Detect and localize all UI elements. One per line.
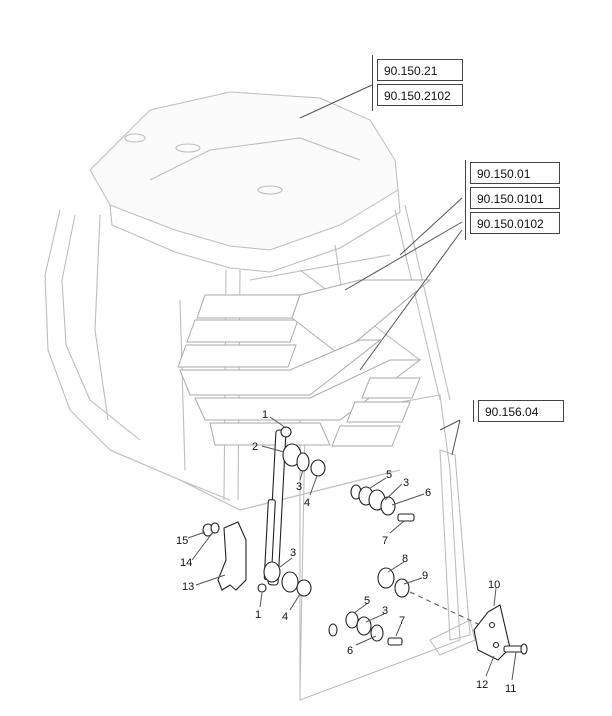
bracket-part <box>473 604 528 661</box>
callout-4-lower-strut: 4 <box>282 611 288 623</box>
callout-7-lower-group: 7 <box>399 615 405 627</box>
callout-10: 10 <box>488 579 500 591</box>
ref-box-90-150-0101[interactable]: 90.150.0101 <box>470 187 560 209</box>
callout-7-upper-group: 7 <box>382 535 388 547</box>
ref-box-90-150-2102[interactable]: 90.150.2102 <box>377 84 463 106</box>
callout-13: 13 <box>182 581 194 593</box>
ref-box-90-150-0102[interactable]: 90.150.0102 <box>470 212 560 234</box>
callout-12: 12 <box>476 679 488 691</box>
ref-group-bar-door <box>473 400 474 422</box>
ref-box-90-150-01[interactable]: 90.150.01 <box>470 162 560 184</box>
callout-6-lower-group: 6 <box>347 645 353 657</box>
callout-9: 9 <box>422 570 428 582</box>
callout-15: 15 <box>176 535 188 547</box>
callout-3-upper-strut: 3 <box>296 481 302 493</box>
callout-1-upper: 1 <box>262 409 268 421</box>
callout-leaders <box>187 416 517 681</box>
lower-fastener-group <box>328 611 403 646</box>
callout-5-upper-group: 5 <box>386 469 392 481</box>
callout-numbers: 1 2 3 4 5 3 6 7 15 14 13 3 4 1 8 9 5 3 7… <box>176 409 516 695</box>
door-handle-part <box>202 521 247 591</box>
callout-3-lower-strut: 3 <box>290 547 296 559</box>
callout-6-upper-group: 6 <box>425 487 431 499</box>
callout-3-upper-group: 3 <box>403 477 409 489</box>
ref-box-90-156-04[interactable]: 90.156.04 <box>478 400 564 422</box>
reference-leaders <box>299 84 463 456</box>
callout-11: 11 <box>505 683 516 695</box>
ref-box-90-150-21[interactable]: 90.150.21 <box>377 59 463 81</box>
direction-arrow-graphic <box>177 279 432 447</box>
callout-3-lower-group: 3 <box>382 605 388 617</box>
ref-group-bar-roof <box>372 55 373 111</box>
callout-1-lower: 1 <box>255 609 261 621</box>
callout-5-lower-group: 5 <box>364 595 370 607</box>
callout-4-upper-strut: 4 <box>304 497 310 509</box>
callout-2: 2 <box>252 441 258 453</box>
gas-strut-assembly <box>257 426 326 597</box>
ref-group-bar-cab <box>465 160 466 240</box>
callout-8: 8 <box>402 553 408 565</box>
callout-14: 14 <box>180 557 192 569</box>
